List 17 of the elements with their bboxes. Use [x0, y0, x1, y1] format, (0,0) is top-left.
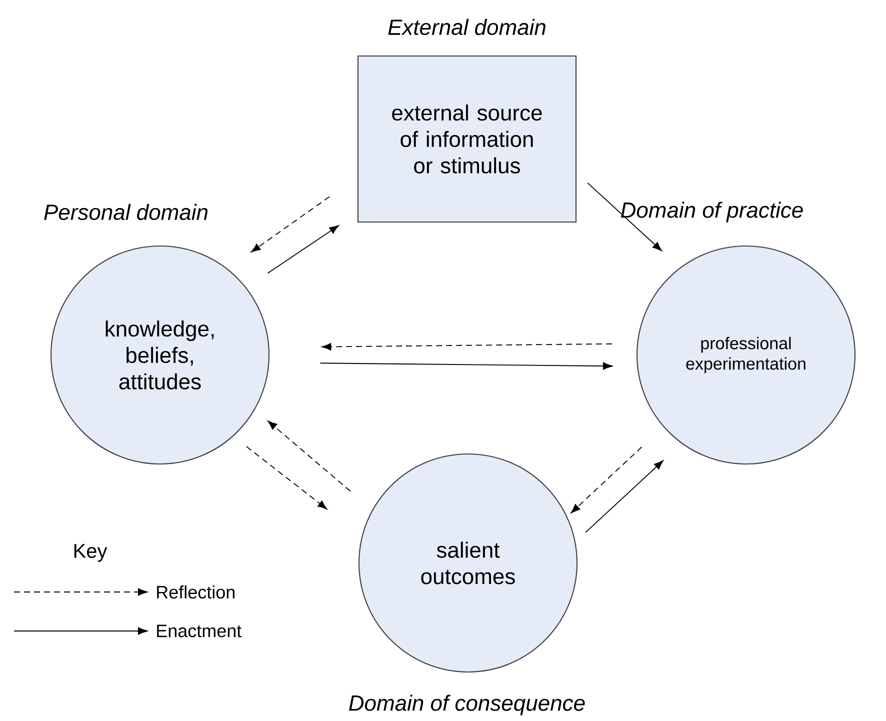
domain-label: Domain of consequence [349, 694, 585, 716]
arrow [250, 196, 330, 252]
key-heading: Key [74, 544, 108, 562]
arrow [268, 420, 351, 492]
legend-text: Reflection [157, 585, 234, 599]
arrow [585, 460, 664, 533]
domain-label: Domain of practice [620, 202, 803, 222]
arrow [267, 225, 339, 274]
arrow [570, 446, 642, 514]
arrow [322, 343, 613, 350]
arrow [587, 182, 662, 252]
source-box: external source of information or stimulus [357, 55, 577, 223]
arrow [320, 362, 612, 370]
arrow [246, 446, 328, 510]
legend-text: Enactment [157, 624, 242, 638]
domain-label: External domain [388, 18, 546, 36]
domain-label: Personal domain [44, 204, 208, 220]
